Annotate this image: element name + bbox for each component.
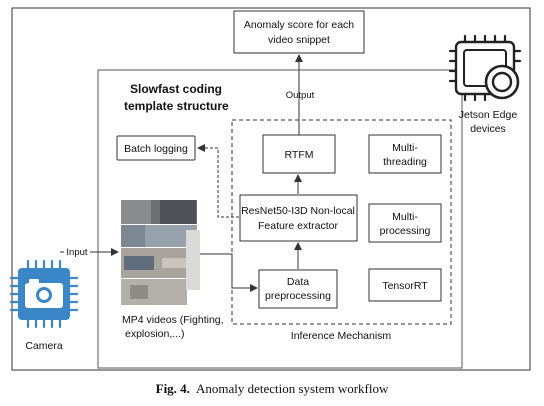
- data-preprocessing-box: [258, 269, 338, 309]
- jetson-chip-icon: [448, 34, 522, 102]
- camera-chip-icon: [9, 259, 79, 329]
- multiprocessing-line2: processing: [380, 225, 431, 237]
- output-label: Output: [286, 90, 315, 101]
- video-frames-image: [121, 200, 200, 305]
- multithreading-line1: Multi-: [392, 142, 418, 154]
- resnet-line2: Feature extractor: [258, 220, 338, 232]
- mp4-label-line2: explosion,...): [125, 328, 185, 340]
- figure-caption: Fig. 4. Anomaly detection system workflow: [156, 381, 389, 396]
- data-preprocessing-line1: Data: [287, 276, 309, 288]
- inference-mechanism-box: [231, 119, 452, 325]
- anomaly-score-line1: Anomaly score for each: [244, 19, 354, 31]
- anomaly-score-line2: video snippet: [268, 34, 330, 46]
- batch-logging-label: Batch logging: [124, 143, 188, 155]
- batch-logging-box: [116, 135, 196, 161]
- multithreading-line2: threading: [383, 156, 427, 168]
- inference-mechanism-label: Inference Mechanism: [291, 330, 392, 342]
- resnet-line1: ResNet50-I3D Non-local: [241, 205, 355, 217]
- arrow-resnet-to-batch-logging: [197, 144, 239, 218]
- caption-text: Anomaly detection system workflow: [196, 381, 389, 396]
- mp4-label-line1: MP4 videos (Fighting,: [122, 314, 224, 326]
- caption-fig-number: Fig. 4.: [156, 381, 190, 396]
- tensorrt-label: TensorRT: [382, 280, 428, 292]
- rtfm-label: RTFM: [285, 149, 314, 161]
- anomaly-score-box: [233, 10, 365, 54]
- jetson-label-line2: devices: [470, 123, 506, 135]
- input-label: Input: [66, 247, 87, 258]
- template-title-line2: template structure: [124, 99, 229, 113]
- arrow-frames-to-preproc: [211, 253, 258, 292]
- camera-label: Camera: [25, 340, 63, 352]
- input-label-bg: [64, 245, 90, 257]
- multiprocessing-line1: Multi-: [392, 211, 418, 223]
- multithreading-box: [368, 134, 442, 174]
- system-box: [97, 69, 463, 369]
- tensorrt-box: [368, 268, 442, 302]
- data-preprocessing-line2: preprocessing: [265, 290, 331, 302]
- resnet-box: [239, 194, 358, 242]
- template-title-line1: Slowfast coding: [130, 82, 222, 96]
- outer-frame: [11, 7, 531, 371]
- multiprocessing-box: [368, 203, 442, 243]
- jetson-label-line1: Jetson Edge: [459, 109, 518, 121]
- rtfm-box: [262, 134, 336, 174]
